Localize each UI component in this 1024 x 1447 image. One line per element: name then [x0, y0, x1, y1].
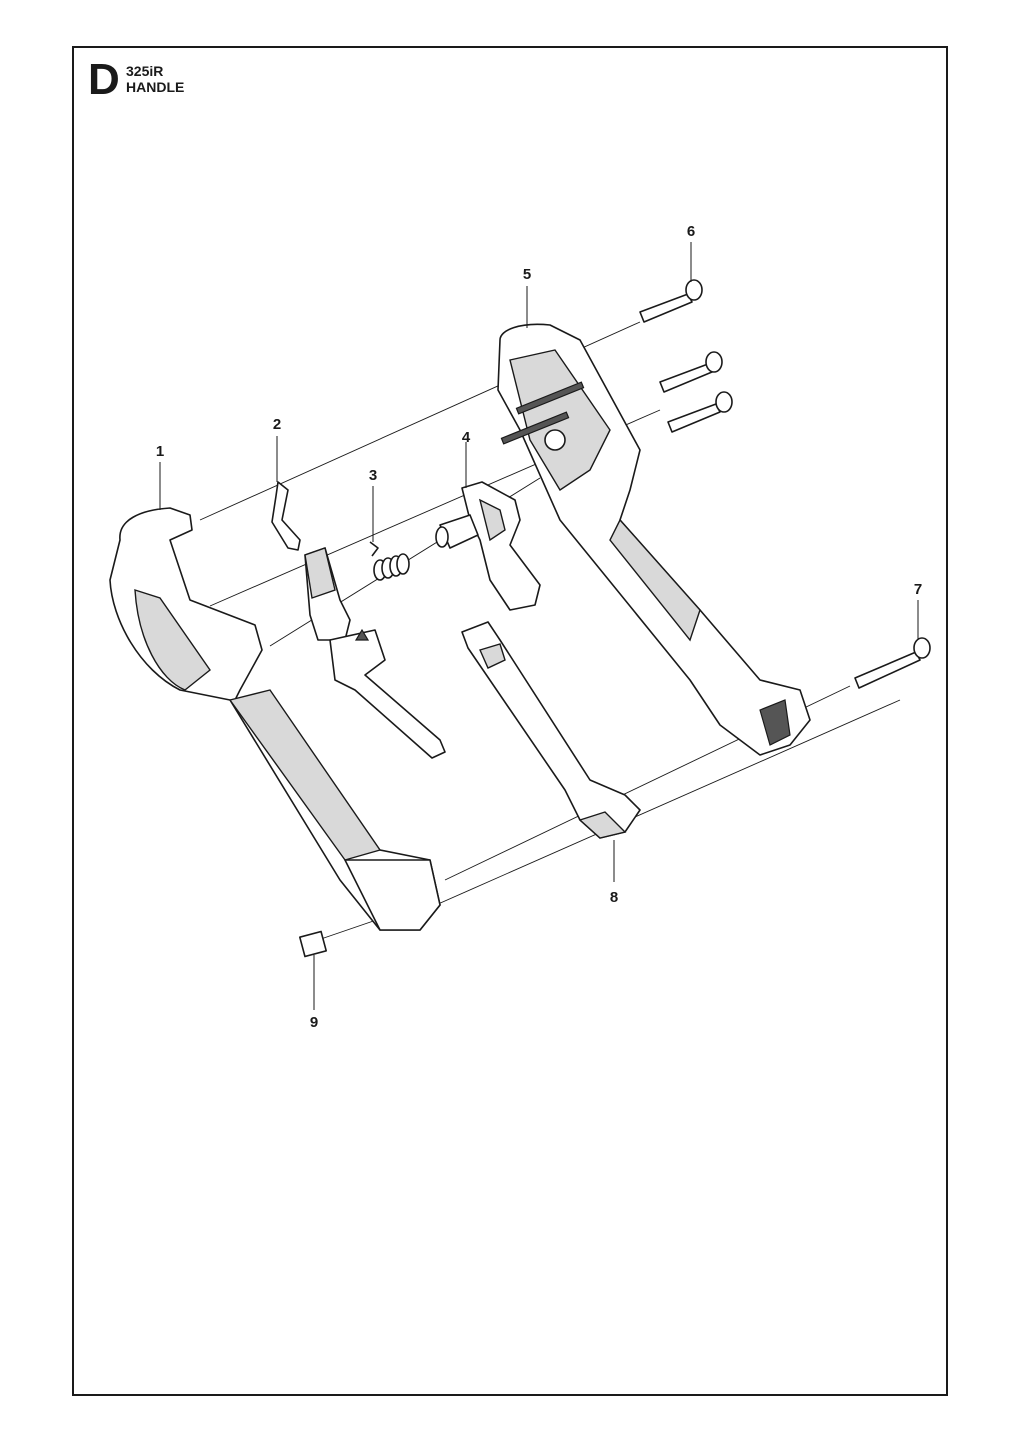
screw-icon — [659, 351, 723, 393]
model-name: 325iR — [126, 63, 164, 79]
callout-6: 6 — [687, 223, 695, 240]
part-7-screw — [854, 637, 931, 689]
leader-lines — [159, 242, 919, 1010]
part-3-spring — [369, 541, 410, 581]
callout-9: 9 — [310, 1014, 318, 1031]
callout-5: 5 — [523, 266, 531, 283]
callout-2: 2 — [273, 416, 281, 433]
part-1-left-handle-half — [109, 507, 441, 958]
nut-icon — [298, 930, 328, 958]
part-8-tube — [461, 621, 641, 839]
part-4-throttle-trigger — [435, 481, 541, 611]
callout-labels: 1 2 3 4 5 6 7 8 9 — [156, 223, 922, 1031]
callout-3: 3 — [369, 467, 377, 484]
screw-icon — [913, 637, 931, 659]
part-2-clip — [271, 481, 301, 551]
page-frame — [72, 46, 948, 1396]
callout-1: 1 — [156, 443, 164, 460]
callout-8: 8 — [610, 889, 618, 906]
section-letter: D — [88, 55, 120, 104]
assembly-title: HANDLE — [126, 79, 185, 95]
callout-7: 7 — [914, 581, 922, 598]
screw-icon — [639, 279, 703, 323]
arrow-up-icon — [354, 628, 370, 641]
part-5-right-handle-half — [497, 323, 811, 756]
part-6-screws — [639, 279, 733, 433]
screw-icon — [667, 391, 733, 433]
lockout-lever — [304, 547, 446, 759]
callout-4: 4 — [462, 429, 471, 446]
axis-line — [419, 699, 901, 913]
